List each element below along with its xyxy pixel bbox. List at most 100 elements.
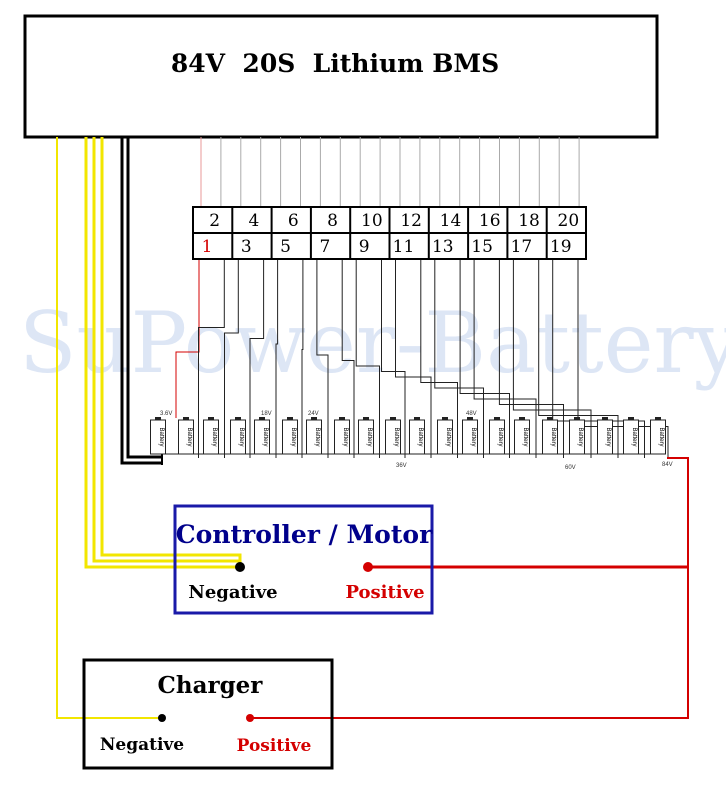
pin-label-odd: 19: [550, 237, 572, 257]
pin-label-even: 14: [440, 211, 462, 231]
bms-sense-wires: [200, 137, 580, 207]
controller-negative-label: Negative: [188, 582, 277, 603]
battery-cell: Battery: [230, 417, 246, 455]
watermark-text: SuPower-Battery: [19, 294, 726, 392]
battery-cell: Battery: [178, 417, 194, 455]
controller-title: Controller / Motor: [176, 520, 433, 549]
battery-cell: Battery: [569, 417, 585, 455]
pin-label-even: 20: [558, 211, 580, 231]
svg-text:Battery: Battery: [550, 427, 556, 446]
svg-text:Battery: Battery: [186, 427, 192, 446]
charger-negative-label: Negative: [100, 735, 184, 755]
svg-text:Battery: Battery: [631, 427, 637, 446]
controller-positive-label: Positive: [345, 582, 424, 603]
controller-box: [173, 504, 434, 615]
voltage-label: 3.6V: [160, 411, 172, 417]
pin-label-even: 4: [249, 211, 260, 231]
voltage-label: 18V: [261, 411, 272, 417]
battery-cell: Battery: [462, 417, 478, 455]
svg-text:Battery: Battery: [445, 427, 451, 446]
pin-label-odd: 11: [393, 237, 415, 257]
battery-cell: Battery: [489, 417, 505, 455]
balance-wires: [158, 259, 669, 458]
balance-wire: [473, 259, 537, 458]
balance-wire: [175, 259, 200, 418]
balance-wire: [498, 259, 564, 458]
battery-cell: Battery: [334, 417, 350, 455]
voltage-label: 36V: [396, 463, 407, 469]
battery-cell: Battery: [203, 417, 219, 455]
battery-cell: Battery: [150, 417, 166, 455]
svg-text:Battery: Battery: [497, 427, 503, 446]
pin-label-even: 12: [400, 211, 422, 231]
svg-text:Battery: Battery: [262, 427, 268, 446]
balance-wire: [224, 259, 239, 458]
voltage-labels: 3.6V 18V 24V 36V 48V 60V 84V: [160, 411, 673, 471]
svg-text:Battery: Battery: [366, 427, 372, 446]
balance-wire: [395, 259, 432, 458]
balance-wire: [341, 259, 355, 458]
balance-wire: [355, 259, 380, 458]
battery-cell: Battery: [597, 417, 613, 455]
charger-title: Charger: [158, 672, 264, 699]
battery-cell: Battery: [282, 417, 298, 455]
svg-text:Battery: Battery: [417, 427, 423, 446]
battery-cell: Battery: [623, 417, 639, 455]
controller-positive-terminal: [363, 562, 373, 572]
charger-positive-label: Positive: [237, 736, 312, 756]
svg-text:Battery: Battery: [522, 427, 528, 446]
svg-text:Battery: Battery: [470, 427, 476, 446]
pin-label-even: 2: [209, 211, 220, 231]
battery-cell: Battery: [254, 417, 270, 455]
controller-negative-terminal: [235, 562, 245, 572]
pin-label-odd: 13: [432, 237, 454, 257]
svg-text:Battery: Battery: [158, 427, 164, 446]
pin-label-odd: 3: [241, 237, 252, 257]
svg-text:Battery: Battery: [314, 427, 320, 446]
voltage-label: 48V: [466, 411, 477, 417]
voltage-label: 60V: [565, 465, 576, 471]
balance-wire: [301, 259, 304, 458]
pin-label-odd: 5: [280, 237, 291, 257]
pin-label-even: 10: [361, 211, 383, 231]
pin-label-even: 16: [479, 211, 501, 231]
pin-label-odd: 17: [511, 237, 533, 257]
balance-wire: [316, 259, 329, 458]
balance-wire: [249, 259, 265, 458]
yellow-negative-wires: [56, 137, 242, 719]
bms-box: [23, 14, 659, 139]
svg-text:Battery: Battery: [290, 427, 296, 446]
balance-wire: [275, 259, 279, 458]
battery-cell: Battery: [385, 417, 401, 455]
svg-text:Battery: Battery: [211, 427, 217, 446]
balance-wire: [434, 259, 484, 458]
battery-cell: Battery: [650, 417, 666, 455]
red-positive-wires: [250, 457, 689, 719]
charger-box: [82, 658, 334, 770]
battery-cell: Battery: [358, 417, 374, 455]
battery-cell: Battery: [514, 417, 530, 455]
pin-label-even: 8: [327, 211, 338, 231]
bms-title: 84V 20S Lithium BMS: [171, 49, 499, 78]
battery-cell: Battery: [409, 417, 425, 455]
voltage-label: 84V: [662, 462, 673, 468]
svg-text:Battery: Battery: [658, 427, 664, 446]
balance-wire: [420, 259, 458, 458]
balance-wire: [198, 259, 225, 458]
charger-positive-terminal: [246, 714, 254, 722]
pin-label-odd: 15: [471, 237, 493, 257]
svg-text:Battery: Battery: [342, 427, 348, 446]
balance-wire: [459, 259, 510, 458]
svg-text:Battery: Battery: [238, 427, 244, 446]
charger-negative-terminal: [158, 714, 166, 722]
pin-label-odd: 9: [359, 237, 370, 257]
pin-label-odd: 7: [319, 237, 330, 257]
svg-text:Battery: Battery: [577, 427, 583, 446]
pin-label-even: 6: [288, 211, 299, 231]
svg-text:Battery: Battery: [605, 427, 611, 446]
battery-cell: Battery: [437, 417, 453, 455]
balance-wire: [381, 259, 406, 458]
battery-cell: Battery: [306, 417, 322, 455]
